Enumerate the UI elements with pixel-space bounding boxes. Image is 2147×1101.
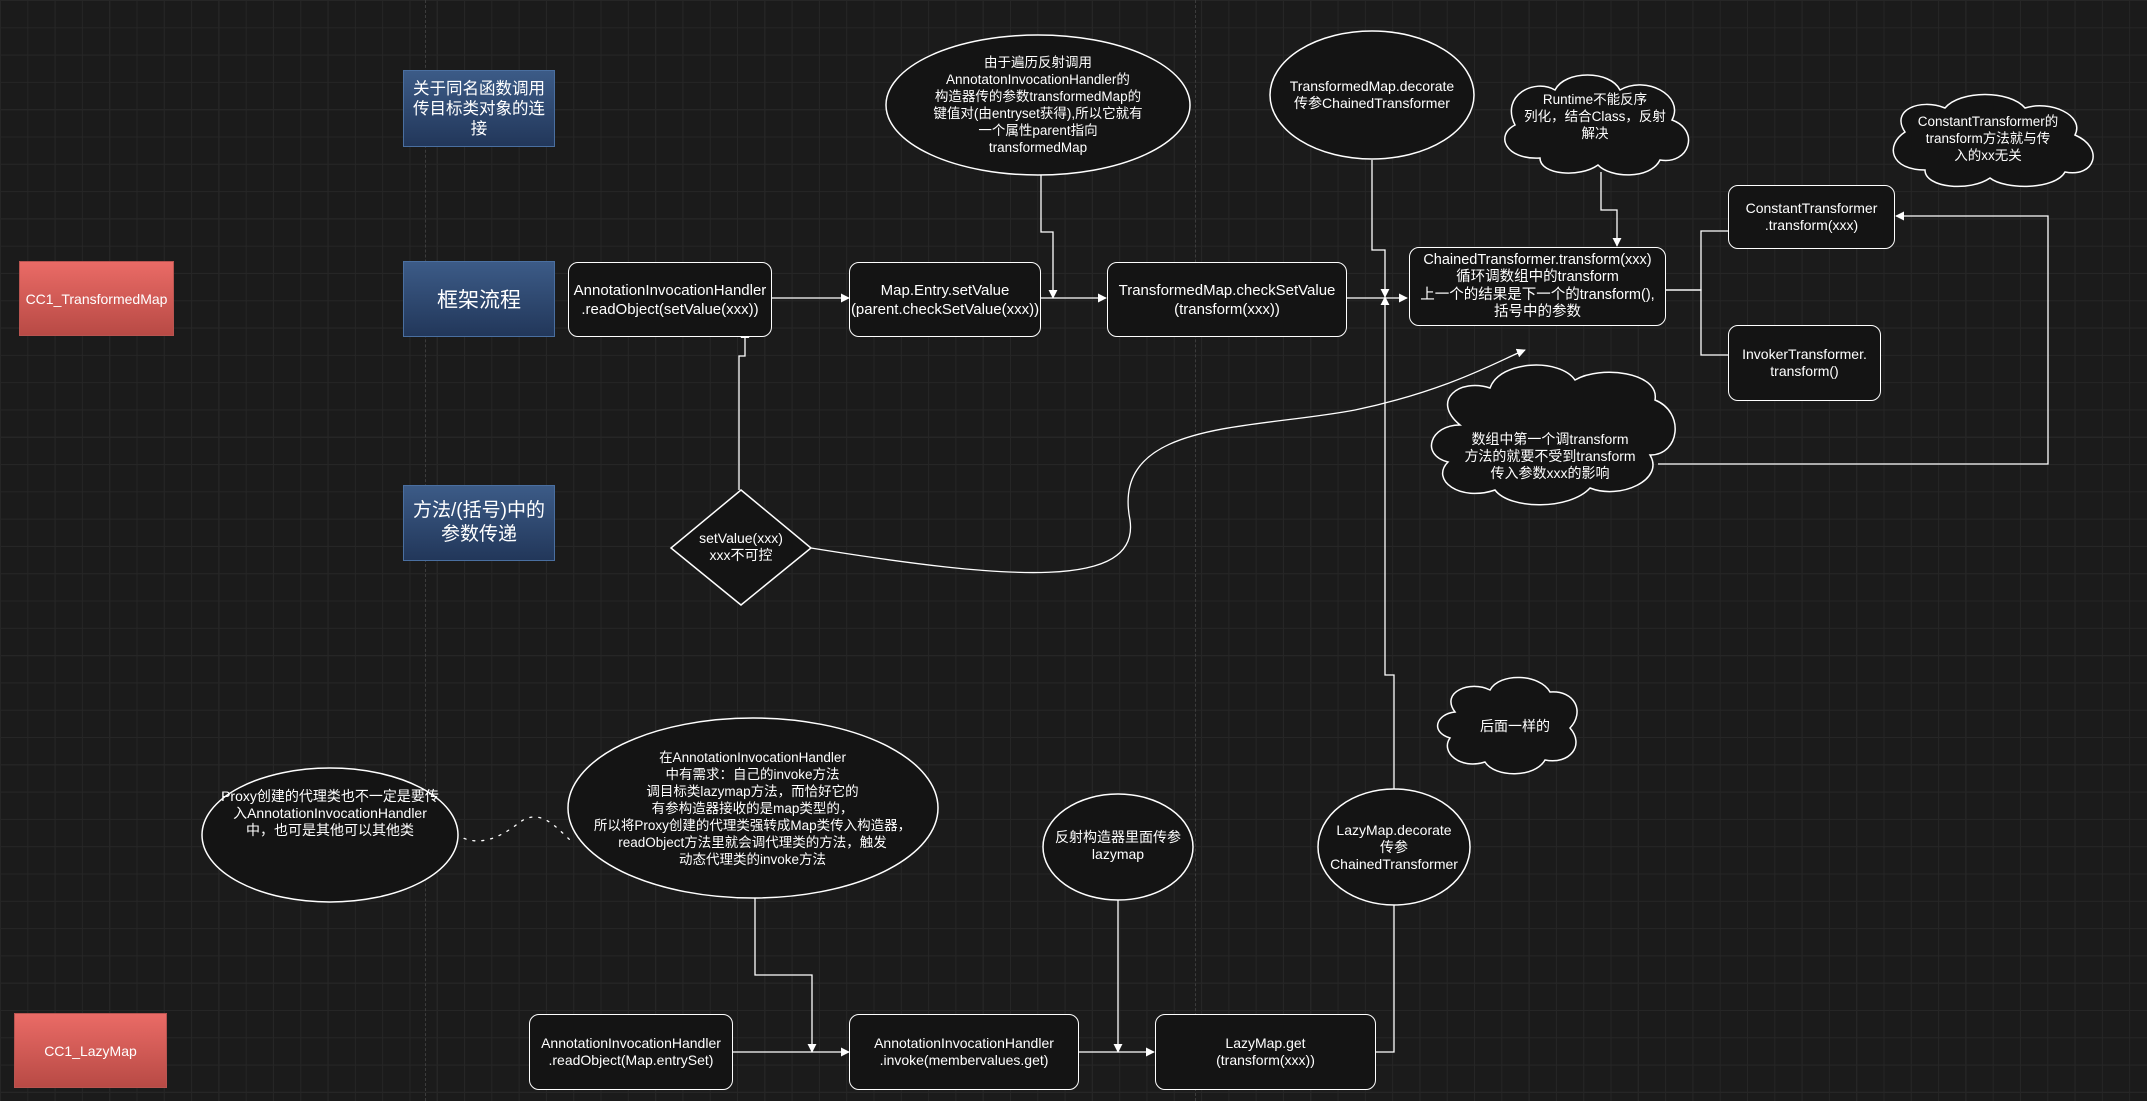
note-text: 后面一样的 (1480, 717, 1550, 734)
node-label: AnnotationInvocationHandler .readObject(… (573, 281, 767, 318)
note-reflect-lazymap: 反射构造器里面传参 lazymap (1048, 826, 1188, 866)
parent-note-shape (885, 34, 1191, 176)
section-cc1-transformedmap[interactable]: CC1_TransformedMap (19, 261, 174, 336)
note-transformedmap-decorate: TransformedMap.decorate 传参ChainedTransfo… (1272, 70, 1472, 120)
arrow-chained-to-constant (1665, 230, 1728, 291)
note-lazymap-decorate: LazyMap.decorate 传参 ChainedTransformer (1318, 818, 1470, 876)
section-label: CC1_LazyMap (44, 1042, 137, 1059)
lazymap-decorate-shape (1317, 788, 1471, 906)
legend-framework-flow[interactable]: 框架流程 (403, 261, 555, 337)
node-label: LazyMap.get (transform(xxx)) (1216, 1035, 1315, 1068)
arrow-parent-note-to-setvalue (1040, 175, 1058, 299)
note-text: Proxy创建的代理类也不一定是要传 入AnnotationInvocation… (221, 787, 439, 838)
node-lazymap-get[interactable]: LazyMap.get (transform(xxx)) (1155, 1014, 1376, 1090)
setvalue-diamond-shape (669, 489, 813, 606)
note-text: 由于遍历反射调用 AnnotatonInvocationHandler的 构造器… (933, 55, 1143, 155)
swimlane-divider (1195, 0, 1196, 1101)
node-invoker-transform[interactable]: InvokerTransformer. transform() (1728, 325, 1881, 401)
node-label: ChainedTransformer.transform(xxx) 循环调数组中… (1420, 251, 1655, 321)
note-text: setValue(xxx) xxx不可控 (699, 530, 783, 563)
node-label: Map.Entry.setValue (parent.checkSetValue… (850, 281, 1040, 318)
reflect-note-shape (1042, 793, 1194, 901)
note-proxy: Proxy创建的代理类也不一定是要传 入AnnotationInvocation… (195, 782, 465, 844)
legend-same-name-call[interactable]: 关于同名函数调用 传目标类对象的连 接 (403, 70, 555, 147)
section-label: CC1_TransformedMap (25, 290, 168, 307)
same-after-cloud-shape (1437, 676, 1578, 775)
note-same-after: 后面一样的 (1450, 714, 1580, 738)
node-chained-transform[interactable]: ChainedTransformer.transform(xxx) 循环调数组中… (1409, 247, 1666, 326)
node-invoke[interactable]: AnnotationInvocationHandler .invoke(memb… (849, 1014, 1079, 1090)
node-readobject-setvalue[interactable]: AnnotationInvocationHandler .readObject(… (568, 262, 772, 337)
note-runtime: Runtime不能反序 列化，结合Class，反射 解决 (1510, 88, 1680, 144)
node-label: AnnotationInvocationHandler .readObject(… (541, 1035, 721, 1068)
arrow-chained-to-invoker (1665, 289, 1728, 356)
note-text: LazyMap.decorate 传参 ChainedTransformer (1330, 821, 1458, 872)
note-invoke-requirement: 在AnnotationInvocationHandler 中有需求：自己的inv… (575, 738, 930, 878)
node-label: ConstantTransformer .transform(xxx) (1745, 200, 1878, 233)
constant-cloud-shape (1892, 93, 2094, 188)
node-bottom-readobject[interactable]: AnnotationInvocationHandler .readObject(… (529, 1014, 733, 1090)
diamond-setvalue[interactable]: setValue(xxx) xxx不可控 (681, 526, 801, 568)
note-text: ConstantTransformer的 transform方法就与传 入的xx… (1917, 113, 2059, 163)
legend-label: 关于同名函数调用 传目标类对象的连 接 (413, 79, 545, 138)
legend-label: 框架流程 (437, 289, 521, 312)
note-text: Runtime不能反序 列化，结合Class，反射 解决 (1524, 91, 1666, 141)
arrow-runtime-note-to-chained (1600, 172, 1622, 247)
note-text: TransformedMap.decorate 传参ChainedTransfo… (1289, 78, 1455, 111)
arrow-diamond-curve-to-chained (810, 348, 1526, 574)
arrow-decorate-note-to-chained (1371, 160, 1390, 298)
note-text: 数组中第一个调transform 方法的就要不受到transform 传入参数x… (1464, 430, 1636, 481)
dotted-proxy-to-invoke-note (442, 816, 571, 842)
runtime-cloud-shape (1504, 74, 1690, 176)
node-label: InvokerTransformer. transform() (1742, 346, 1867, 379)
section-cc1-lazymap[interactable]: CC1_LazyMap (14, 1013, 167, 1088)
arrow-lazymap-get-to-decorate (1376, 903, 1395, 1053)
note-constant: ConstantTransformer的 transform方法就与传 入的xx… (1893, 110, 2083, 166)
node-checksetvalue[interactable]: TransformedMap.checkSetValue (transform(… (1107, 262, 1347, 337)
legend-label: 方法/(括号)中的 参数传递 (413, 500, 545, 545)
node-label: AnnotationInvocationHandler .invoke(memb… (874, 1035, 1054, 1068)
arrow-array-note-to-constant (1658, 211, 2049, 465)
note-text: 反射构造器里面传参 lazymap (1055, 829, 1181, 862)
invoke-note-shape (567, 717, 939, 899)
legend-param-passing[interactable]: 方法/(括号)中的 参数传递 (403, 485, 555, 561)
note-parent: 由于遍历反射调用 AnnotatonInvocationHandler的 构造器… (888, 45, 1188, 165)
note-text: 在AnnotationInvocationHandler 中有需求：自己的inv… (593, 749, 912, 867)
decorate-note-shape (1269, 30, 1475, 160)
arrow-diamond-to-readobject (738, 329, 750, 490)
node-entry-setvalue[interactable]: Map.Entry.setValue (parent.checkSetValue… (849, 262, 1041, 337)
array-cloud-shape (1430, 364, 1676, 506)
proxy-note-shape (201, 767, 459, 903)
note-array-first: 数组中第一个调transform 方法的就要不受到transform 传入参数x… (1435, 428, 1665, 484)
arrow-lazymap-decorate-up (1380, 296, 1395, 827)
node-label: TransformedMap.checkSetValue (transform(… (1118, 281, 1336, 318)
arrow-invoke-note-to-invoke (754, 897, 817, 1053)
node-constant-transform[interactable]: ConstantTransformer .transform(xxx) (1728, 185, 1895, 249)
